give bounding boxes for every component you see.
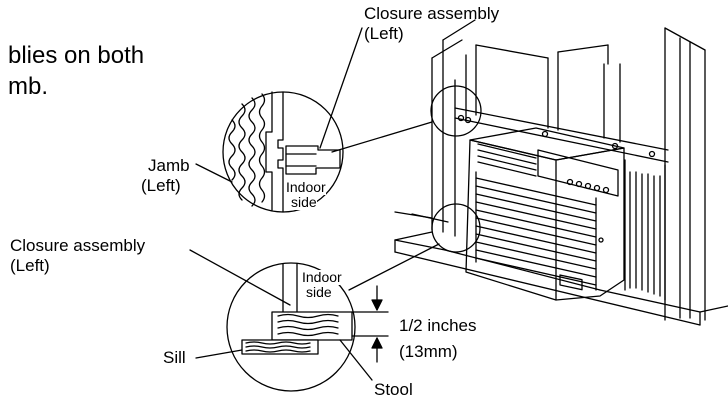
window-frame — [431, 19, 706, 321]
jamb-label: Jamb — [148, 156, 190, 175]
indoor-side-bottom-label-1: Indoor — [302, 269, 342, 285]
closure-assembly-bottom-side: (Left) — [10, 256, 50, 275]
leader-sill — [195, 349, 243, 359]
bottom-connector-line — [348, 243, 440, 291]
jamb-side: (Left) — [141, 176, 181, 195]
closure-assembly-top-label: Closure assembly — [364, 4, 500, 23]
leader-closure-top — [319, 27, 363, 149]
top-reference-circle — [430, 85, 482, 137]
leader-closure-bottom — [189, 249, 291, 306]
closure-assembly-bottom-label: Closure assembly — [10, 236, 146, 255]
window-sill — [394, 211, 728, 326]
leader-jamb — [195, 163, 233, 183]
measurement-inches: 1/2 inches — [399, 316, 477, 335]
indoor-side-bottom-label-2: side — [306, 284, 332, 300]
sill-label: Sill — [163, 348, 186, 367]
measurement-arrows — [351, 285, 389, 363]
top-connector-line — [331, 121, 433, 153]
top-detail-magnifier — [222, 91, 344, 213]
leader-stool — [339, 339, 373, 381]
stool-label: Stool — [374, 380, 413, 399]
indoor-side-top-label-2: side — [291, 194, 317, 210]
indoor-side-top-label-1: Indoor — [286, 179, 326, 195]
measurement-mm: (13mm) — [399, 342, 458, 361]
instruction-line-1: blies on both — [8, 42, 145, 69]
bottom-reference-circle — [431, 203, 481, 253]
instruction-line-2: mb. — [8, 73, 49, 100]
bottom-detail-magnifier — [226, 262, 356, 392]
air-conditioner-unit — [465, 127, 625, 301]
closure-assembly-top-side: (Left) — [364, 24, 404, 43]
